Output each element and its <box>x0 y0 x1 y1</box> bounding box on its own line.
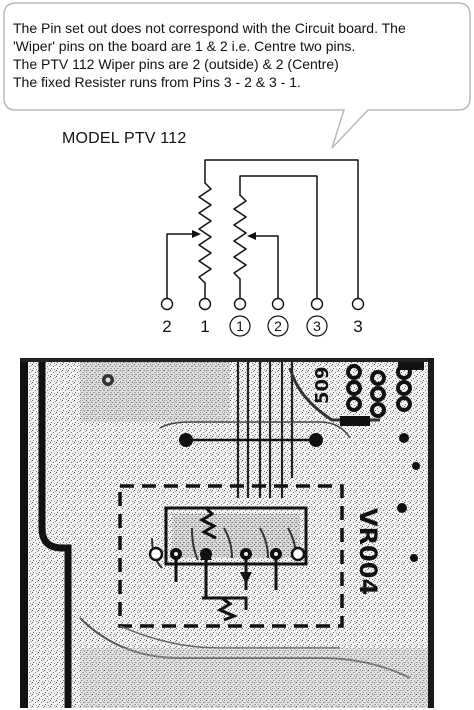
partial-silkscreen-label: 509 <box>312 366 333 404</box>
pin-terminal <box>233 297 247 311</box>
inner-wiper-wire <box>249 235 279 299</box>
pin-label: 3 <box>353 317 362 336</box>
pin-terminal <box>198 297 212 311</box>
pin-terminal <box>160 297 174 311</box>
outer-wiper-wire <box>166 233 197 299</box>
callout-line: 'Wiper' pins on the board are 1 & 2 i.e.… <box>13 38 356 54</box>
pin-label: 1 <box>200 317 209 336</box>
circuit-board-scan: 509 <box>20 358 434 708</box>
inner-wiper-arrow <box>247 232 256 240</box>
pin-label-ring <box>306 315 328 337</box>
callout-line: The Pin set out does not correspond with… <box>13 20 406 36</box>
pin-terminal <box>271 297 285 311</box>
inner-resistor-zigzag <box>233 194 247 280</box>
pin-label: 2 <box>274 318 282 334</box>
pin-label: 1 <box>236 318 244 334</box>
outer-resistor-wire <box>204 159 359 299</box>
vr004-silkscreen-label: VR004 <box>354 508 382 595</box>
pin-terminal <box>351 297 365 311</box>
pin-label: 2 <box>162 317 171 336</box>
pin-label: 3 <box>313 318 321 334</box>
callout-line: The fixed Resister runs from Pins 3 - 2 … <box>13 74 301 90</box>
pin-label-ring <box>267 315 289 337</box>
inner-resistor-wire <box>239 175 318 299</box>
callout-text: The Pin set out does not correspond with… <box>13 19 453 91</box>
callout-bubble <box>3 2 471 149</box>
pin-terminal <box>310 297 324 311</box>
outer-resistor-zigzag <box>198 182 212 284</box>
model-title: MODEL PTV 112 <box>62 130 187 147</box>
pin-label-ring <box>229 315 251 337</box>
callout-line: The PTV 112 Wiper pins are 2 (outside) &… <box>13 56 339 72</box>
potentiometer-schematic: 2 1 1 2 3 3 <box>160 159 365 337</box>
outer-wiper-arrow <box>192 230 201 238</box>
